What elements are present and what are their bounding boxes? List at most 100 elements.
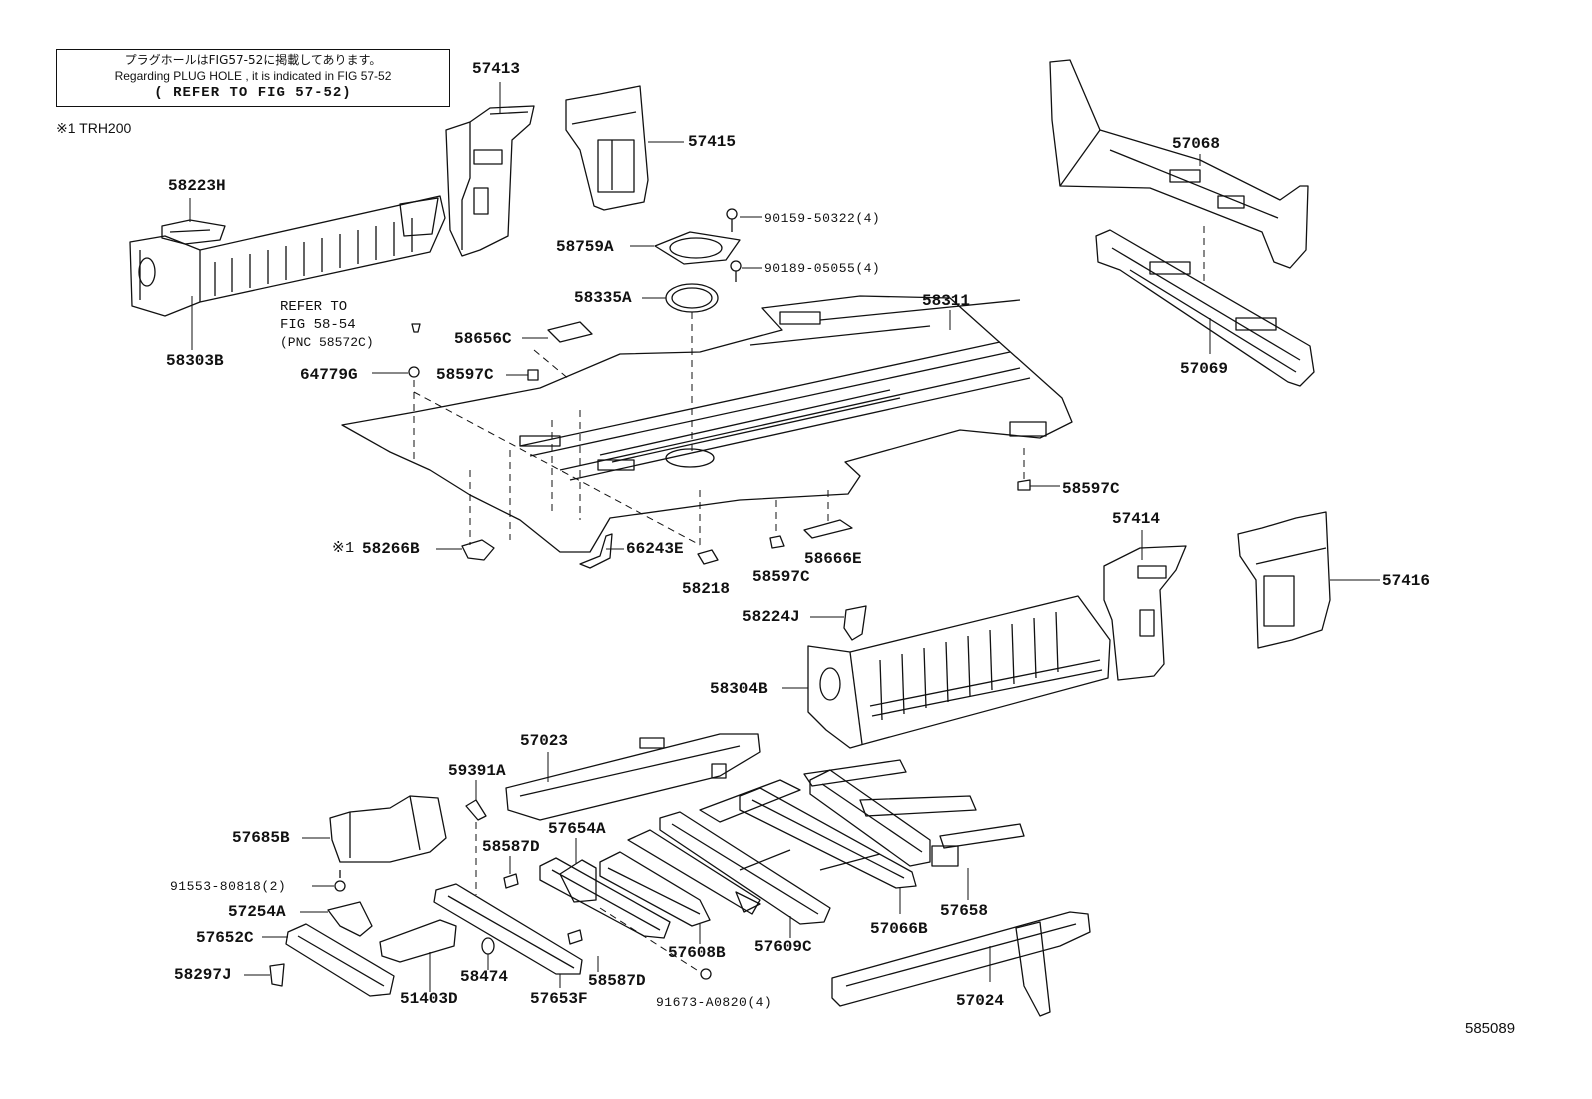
label-57608B[interactable]: 57608B (668, 944, 726, 962)
label-91553-80818[interactable]: 91553-80818(2) (170, 879, 287, 894)
part-58666E-shape[interactable] (803, 519, 853, 539)
part-57066B-shape[interactable] (739, 759, 917, 889)
part-57416-shape[interactable] (1237, 511, 1331, 649)
label-58597C-a[interactable]: 58597C (436, 366, 494, 384)
label-58218[interactable]: 58218 (682, 580, 731, 598)
label-57024[interactable]: 57024 (956, 992, 1005, 1010)
label-91673-A0820[interactable]: 91673-A0820(4) (656, 995, 773, 1010)
part-57254A-shape[interactable] (327, 901, 373, 937)
label-58587D-b[interactable]: 58587D (588, 972, 646, 990)
label-58597C-c[interactable]: 58597C (752, 568, 810, 586)
refer-line-3: (PNC 58572C) (280, 335, 374, 350)
label-57416[interactable]: 57416 (1382, 572, 1431, 590)
part-57658-shape[interactable] (809, 769, 1025, 867)
label-58474[interactable]: 58474 (460, 968, 509, 986)
label-57654A[interactable]: 57654A (548, 820, 606, 838)
part-51403D-shape[interactable] (379, 919, 457, 963)
label-58297J[interactable]: 58297J (174, 966, 232, 984)
label-57609C[interactable]: 57609C (754, 938, 812, 956)
label-58266B-mark: ※1 (332, 540, 355, 557)
label-58759A[interactable]: 58759A (556, 238, 614, 256)
label-58223H[interactable]: 58223H (168, 177, 226, 195)
label-58587D-a[interactable]: 58587D (482, 838, 540, 856)
part-64779G-clip[interactable] (408, 323, 421, 378)
label-58656C[interactable]: 58656C (454, 330, 512, 348)
part-58303B-shape[interactable] (129, 195, 446, 317)
part-58597C-grommet-c[interactable] (769, 535, 785, 549)
part-58587D-clip-a[interactable] (503, 873, 519, 889)
label-57068[interactable]: 57068 (1172, 135, 1221, 153)
part-57654A-shape[interactable] (539, 857, 671, 939)
part-58266B-shape[interactable] (461, 539, 495, 561)
part-57609C-shape[interactable] (659, 779, 831, 925)
part-57414-shape[interactable] (1103, 545, 1187, 681)
part-58304B-shape[interactable] (807, 595, 1111, 749)
refer-line-2[interactable]: FIG 58-54 (280, 317, 356, 333)
label-66243E[interactable]: 66243E (626, 540, 684, 558)
part-66243E-shape[interactable] (579, 533, 613, 569)
refer-line-1: REFER TO (280, 299, 348, 315)
note-japanese: プラグホールはFIG57-52に掲載してあります。 (124, 53, 382, 67)
part-57652C-shape[interactable] (285, 923, 395, 997)
part-58597C-grommet-b[interactable] (1017, 479, 1031, 491)
label-59391A[interactable]: 59391A (448, 762, 506, 780)
assembly-guides (413, 349, 1025, 550)
label-57023[interactable]: 57023 (520, 732, 569, 750)
part-58587D-clip-b[interactable] (567, 929, 583, 945)
label-51403D[interactable]: 51403D (400, 990, 458, 1008)
label-57414[interactable]: 57414 (1112, 510, 1161, 528)
part-58335A-ring[interactable] (665, 283, 719, 313)
label-57685B[interactable]: 57685B (232, 829, 290, 847)
label-57653F[interactable]: 57653F (530, 990, 588, 1008)
label-58666E[interactable]: 58666E (804, 550, 862, 568)
plug-hole-note: プラグホールはFIG57-52に掲載してあります。 Regarding PLUG… (56, 49, 450, 107)
label-58224J[interactable]: 58224J (742, 608, 800, 626)
label-90189-05055[interactable]: 90189-05055(4) (764, 261, 881, 276)
illustration-code: 585089 (1465, 1020, 1516, 1037)
part-57685B-shape[interactable] (329, 795, 447, 863)
part-58297J-shape[interactable] (269, 963, 285, 987)
label-57413[interactable]: 57413 (472, 60, 521, 78)
part-57413-shape[interactable] (445, 105, 535, 257)
part-58474-grommet[interactable] (481, 937, 495, 955)
model-footnote: ※1 TRH200 (56, 120, 132, 136)
label-57066B[interactable]: 57066B (870, 920, 928, 938)
label-58311[interactable]: 58311 (922, 292, 971, 310)
guide-91673 (599, 907, 701, 973)
part-58311-shape[interactable] (341, 295, 1073, 553)
label-58303B[interactable]: 58303B (166, 352, 224, 370)
label-64779G[interactable]: 64779G (300, 366, 358, 384)
part-90159-bolt[interactable] (726, 208, 738, 232)
part-57069-shape[interactable] (1095, 229, 1315, 387)
part-57023-shape[interactable] (505, 733, 761, 821)
part-91553-bolt[interactable] (334, 870, 346, 892)
part-91673-bolt[interactable] (700, 968, 712, 980)
part-58656C-shape[interactable] (547, 321, 593, 343)
part-57653F-shape[interactable] (433, 883, 583, 975)
label-57652C[interactable]: 57652C (196, 929, 254, 947)
label-58304B[interactable]: 58304B (710, 680, 768, 698)
part-90189-bolt[interactable] (730, 260, 742, 282)
part-57608B-shape[interactable] (599, 829, 761, 927)
part-57068-shape[interactable] (1049, 59, 1309, 269)
part-58597C-grommet-a[interactable] (527, 369, 539, 381)
part-59391A-shape[interactable] (465, 799, 487, 821)
note-refer-link[interactable]: ( REFER TO FIG 57-52) (154, 85, 352, 101)
part-58218-shape[interactable] (697, 549, 719, 565)
part-58223H-shape[interactable] (161, 219, 226, 245)
part-57415-shape[interactable] (565, 85, 649, 211)
part-57024-shape[interactable] (831, 911, 1091, 1017)
label-90159-50322[interactable]: 90159-50322(4) (764, 211, 881, 226)
label-58597C-b[interactable]: 58597C (1062, 480, 1120, 498)
label-57415[interactable]: 57415 (688, 133, 737, 151)
label-58335A[interactable]: 58335A (574, 289, 632, 307)
part-58224J-shape[interactable] (843, 605, 867, 641)
label-58266B[interactable]: 58266B (362, 540, 420, 558)
label-57069[interactable]: 57069 (1180, 360, 1229, 378)
label-57658[interactable]: 57658 (940, 902, 989, 920)
label-57254A[interactable]: 57254A (228, 903, 286, 921)
part-58759A-shape[interactable] (654, 231, 741, 265)
refer-to-fig-note: REFER TO FIG 58-54 (PNC 58572C) (280, 298, 374, 352)
